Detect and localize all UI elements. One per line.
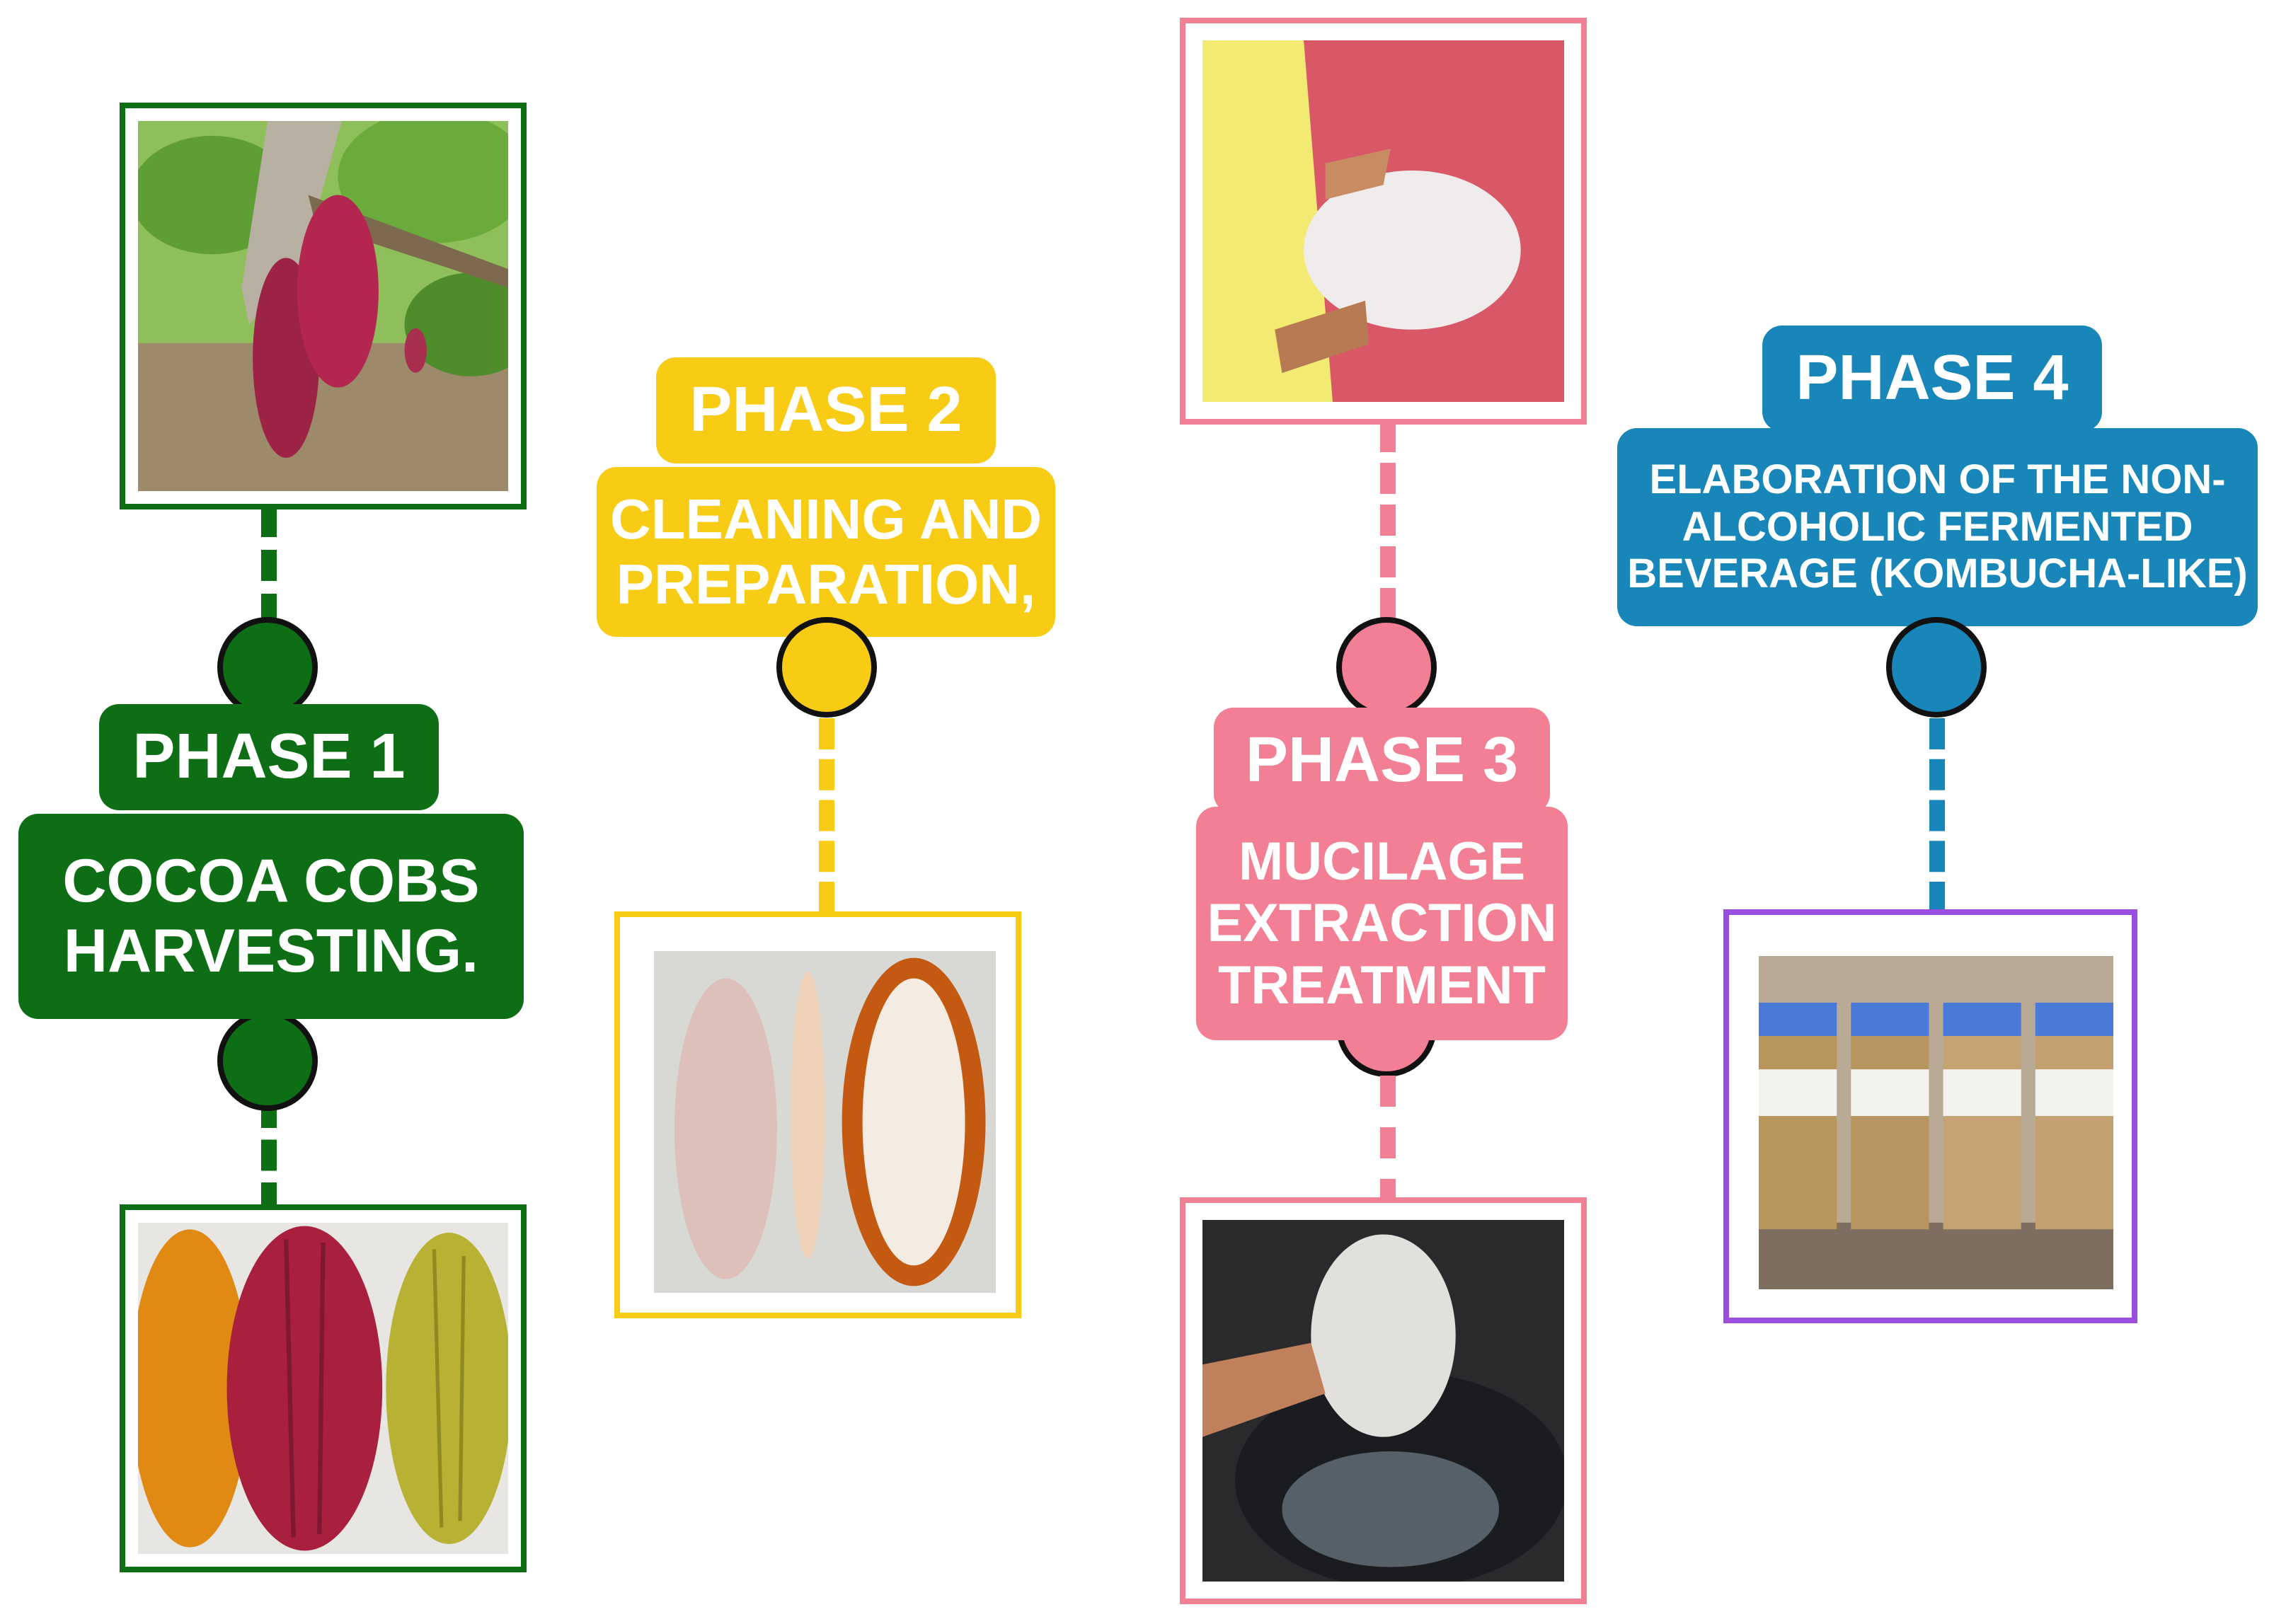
mucilage-straining-bag-photo bbox=[1202, 40, 1564, 402]
harvested-cocoa-pods-photo bbox=[138, 1223, 508, 1554]
phase1-bottom-photo-frame bbox=[120, 1204, 527, 1572]
phase3-timeline-node-top bbox=[1336, 617, 1437, 718]
phase3-connector-bottom bbox=[1380, 1076, 1396, 1210]
phase3-connector-top bbox=[1380, 421, 1396, 619]
phase2-timeline-node bbox=[776, 617, 877, 718]
kombucha-sample-jars-photo bbox=[1759, 956, 2113, 1289]
phase2-photo-frame bbox=[614, 911, 1021, 1318]
phase1-timeline-node-bottom bbox=[217, 1010, 318, 1111]
cocoa-pods-on-tree-photo bbox=[138, 121, 508, 491]
phase4-connector bbox=[1929, 718, 1945, 913]
phase2-title-badge: PHASE 2 bbox=[656, 357, 996, 463]
phase1-top-photo-frame bbox=[120, 103, 527, 509]
phase1-description-badge: COCOA COBS HARVESTING. bbox=[18, 814, 524, 1019]
phase3-bottom-photo-frame bbox=[1180, 1197, 1587, 1604]
phase2-connector bbox=[819, 718, 834, 913]
phase1-connector-bottom bbox=[261, 1097, 277, 1214]
phase3-title-badge: PHASE 3 bbox=[1214, 708, 1550, 814]
phase4-title-badge: PHASE 4 bbox=[1762, 326, 2102, 432]
phase4-photo-frame bbox=[1723, 909, 2137, 1323]
phase1-title-badge: PHASE 1 bbox=[99, 704, 439, 810]
opened-cocoa-pod-and-beans-photo bbox=[654, 951, 996, 1293]
phase3-description-badge: MUCILAGE EXTRACTION TREATMENT bbox=[1196, 807, 1568, 1040]
phase4-timeline-node bbox=[1886, 617, 1987, 718]
phase1-timeline-node-top bbox=[217, 617, 318, 718]
phase3-top-photo-frame bbox=[1180, 18, 1587, 425]
phase2-description-badge: CLEANING AND PREPARATION, bbox=[597, 467, 1055, 637]
phase4-description-badge: ELABORATION OF THE NON- ALCOHOLIC FERMEN… bbox=[1617, 428, 2258, 626]
mucilage-squeezing-bucket-photo bbox=[1202, 1220, 1564, 1582]
